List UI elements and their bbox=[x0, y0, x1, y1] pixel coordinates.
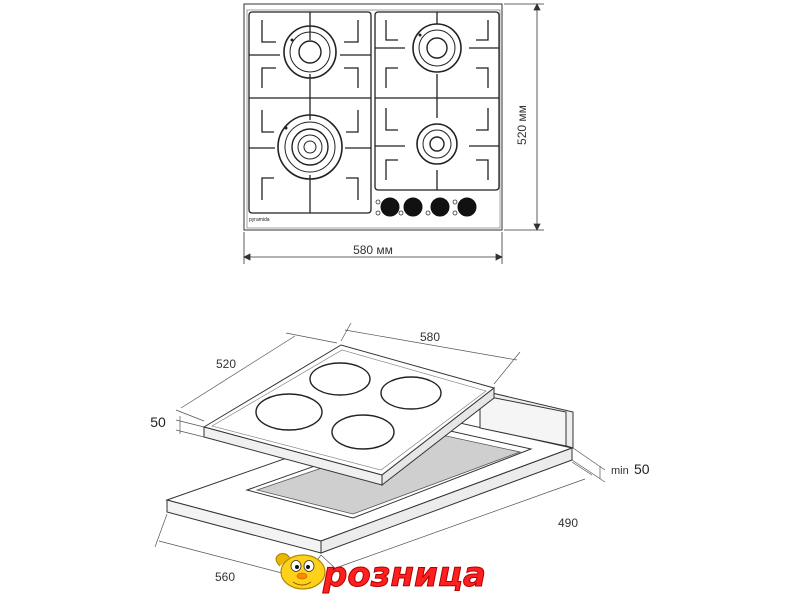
iso-label-490: 490 bbox=[558, 516, 578, 530]
burner-top-right bbox=[412, 23, 462, 73]
cooking-zone-1 bbox=[309, 362, 371, 396]
cooking-zone-4 bbox=[331, 414, 395, 450]
knob-4 bbox=[457, 197, 477, 217]
hob-top-view: pyramida bbox=[243, 3, 503, 231]
iso-label-min-value: 50 bbox=[634, 461, 650, 477]
logo-text: розница bbox=[322, 555, 486, 595]
width-label: 580 мм bbox=[353, 243, 393, 257]
grate-left bbox=[248, 11, 372, 214]
cooking-zone-3 bbox=[255, 393, 323, 431]
dimension-width-top bbox=[243, 232, 503, 264]
brand-label: pyramida bbox=[249, 217, 270, 223]
iso-label-580: 580 bbox=[420, 330, 440, 344]
knob-1 bbox=[380, 197, 400, 217]
knob-3 bbox=[430, 197, 450, 217]
igniter-dot bbox=[418, 33, 422, 37]
igniter-dot bbox=[284, 126, 288, 130]
dimension-depth-top bbox=[504, 3, 544, 231]
cooking-zone-2 bbox=[380, 376, 442, 410]
roznitsa-logo: розница bbox=[275, 553, 486, 596]
iso-label-50-height: 50 bbox=[150, 414, 166, 430]
control-knobs bbox=[375, 197, 477, 217]
burner-top-left bbox=[283, 25, 337, 79]
hob-iso bbox=[202, 344, 574, 487]
burner-bottom-right bbox=[416, 123, 458, 165]
iso-label-520: 520 bbox=[216, 357, 236, 371]
iso-label-560: 560 bbox=[215, 570, 235, 584]
hob-glass-outline bbox=[246, 9, 501, 229]
depth-label: 520 мм bbox=[515, 105, 529, 145]
knob-2 bbox=[403, 197, 423, 217]
igniter-dot bbox=[290, 38, 294, 42]
iso-label-min: min bbox=[611, 465, 629, 477]
mascot-icon bbox=[275, 553, 326, 590]
grate-right bbox=[374, 11, 500, 191]
burner-wok-bottom-left bbox=[277, 114, 343, 180]
hob-body-outline bbox=[243, 3, 503, 231]
